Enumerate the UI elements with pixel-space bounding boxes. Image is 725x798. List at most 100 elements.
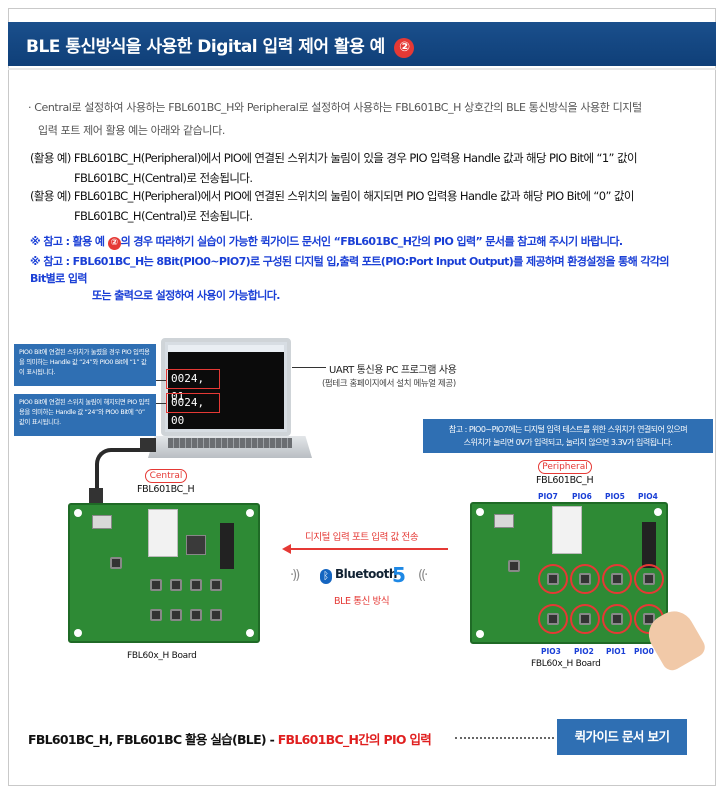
ref-note-line-2: 스위치가 눌리면 0V가 입력되고, 눌리지 않으면 3.3V가 입력됩니다. bbox=[463, 438, 673, 447]
push-button bbox=[547, 613, 559, 625]
board-hole bbox=[654, 508, 662, 516]
example-1-line-2: FBL601BC_H(Central)로 전송됩니다. bbox=[74, 171, 253, 185]
pio4-switch-highlight bbox=[634, 564, 664, 594]
pio6-label: PIO6 bbox=[572, 492, 592, 501]
signal-waves-left-icon: ·)) bbox=[290, 568, 300, 583]
pio7-switch-highlight bbox=[538, 564, 568, 594]
usb-cable bbox=[95, 448, 155, 490]
board-hole bbox=[246, 509, 254, 517]
note2-line-2: 또는 출력으로 설정하여 사용이 가능합니다. bbox=[92, 289, 280, 302]
example-2: (활용 예) FBL601BC_H(Peripheral)에서 PIO에 연결된… bbox=[30, 186, 634, 226]
central-board-name: FBL60x_H Board bbox=[127, 651, 197, 661]
pio1-switch-highlight bbox=[602, 604, 632, 634]
callout-released: PIO0 Bit에 연결된 스위치 눌림이 해지되면 PIO 입력용을 의미하는… bbox=[14, 394, 156, 436]
peripheral-module-label: FBL601BC_H bbox=[536, 475, 594, 486]
bluetooth-version: 5 bbox=[392, 563, 406, 587]
callout-leader-1 bbox=[156, 380, 166, 381]
push-button bbox=[190, 579, 202, 591]
footer-dotted-leader bbox=[455, 737, 554, 739]
pio7-label: PIO7 bbox=[538, 492, 558, 501]
usb-plug-laptop bbox=[140, 438, 156, 452]
laptop-screen bbox=[161, 338, 291, 436]
pio3-switch-highlight bbox=[538, 604, 568, 634]
central-board-image bbox=[68, 503, 260, 643]
footer-title-main: FBL601BC_H, FBL601BC 활용 실습(BLE) - bbox=[28, 732, 278, 747]
pio2-switch-highlight bbox=[570, 604, 600, 634]
example-1-line-1: (활용 예) FBL601BC_H(Peripheral)에서 PIO에 연결된… bbox=[30, 151, 638, 165]
push-button bbox=[190, 609, 202, 621]
title-number-badge: ② bbox=[394, 38, 415, 58]
usb-plug-board bbox=[89, 488, 103, 506]
note1-prefix: ※ 참고 : 활용 예 bbox=[30, 235, 108, 248]
note1-text: 의 경우 따라하기 실습이 가능한 퀵가이드 문서인 “FBL601BC_H간의… bbox=[120, 235, 623, 248]
footer-title: FBL601BC_H, FBL601BC 활용 실습(BLE) - FBL601… bbox=[28, 729, 432, 748]
example-2-line-2: FBL601BC_H(Central)로 전송됩니다. bbox=[74, 209, 253, 223]
example-2-line-1: (활용 예) FBL601BC_H(Peripheral)에서 PIO에 연결된… bbox=[30, 189, 634, 203]
terminal-value-released: 0024, 00 bbox=[166, 393, 220, 427]
intro-line-1: · Central로 설정하여 사용하는 FBL601BC_H와 Periphe… bbox=[28, 101, 642, 114]
push-button bbox=[508, 560, 520, 572]
push-button bbox=[579, 573, 591, 585]
bluetooth-wordmark: Bluetooth bbox=[335, 567, 397, 581]
peripheral-badge: Peripheral bbox=[538, 460, 592, 474]
board-hole bbox=[74, 629, 82, 637]
quickguide-view-button[interactable]: 퀵가이드 문서 보기 bbox=[557, 719, 687, 755]
push-button bbox=[150, 579, 162, 591]
board-hole bbox=[476, 630, 484, 638]
page-title: BLE 통신방식을 사용한 Digital 입력 제어 활용 예 ② bbox=[26, 32, 415, 58]
peripheral-board-image bbox=[470, 502, 668, 644]
note2-line-1: ※ 참고 : FBL601BC_H는 8Bit(PIO0~PIO7)로 구성된 … bbox=[30, 255, 670, 285]
board-hole bbox=[74, 509, 82, 517]
note-pio-description: ※ 참고 : FBL601BC_H는 8Bit(PIO0~PIO7)로 구성된 … bbox=[30, 253, 680, 304]
transfer-label: 디지털 입력 포트 입력 값 전송 bbox=[305, 532, 419, 543]
pio3-label: PIO3 bbox=[541, 647, 561, 656]
peripheral-board-name: FBL60x_H Board bbox=[531, 659, 601, 669]
connector bbox=[92, 515, 112, 529]
uart-sub-label: (펌테크 홈페이지에서 설치 메뉴얼 제공) bbox=[322, 379, 456, 389]
pin-header bbox=[642, 522, 656, 568]
note1-number-badge: ② bbox=[107, 237, 121, 250]
push-button bbox=[170, 579, 182, 591]
transfer-arrow-head bbox=[282, 544, 291, 554]
central-badge: Central bbox=[145, 469, 187, 483]
ble-module bbox=[148, 509, 178, 557]
ref-note-line-1: 참고 : PIO0~PIO7에는 디지털 입력 테스트를 위한 스위치가 연결되… bbox=[448, 425, 688, 434]
page-title-text: BLE 통신방식을 사용한 Digital 입력 제어 활용 예 bbox=[26, 37, 385, 57]
ble-mode-label: BLE 통신 방식 bbox=[334, 596, 390, 607]
push-button bbox=[210, 579, 222, 591]
terminal-value-pressed: 0024, 01 bbox=[166, 369, 220, 403]
laptop-keyboard bbox=[168, 438, 292, 448]
push-button bbox=[611, 613, 623, 625]
push-button bbox=[547, 573, 559, 585]
push-button bbox=[643, 573, 655, 585]
board-hole bbox=[246, 629, 254, 637]
callout-leader-2 bbox=[156, 403, 166, 404]
pio1-label: PIO1 bbox=[606, 647, 626, 656]
example-1: (활용 예) FBL601BC_H(Peripheral)에서 PIO에 연결된… bbox=[30, 148, 638, 188]
ic-chip bbox=[186, 535, 206, 555]
title-divider bbox=[8, 68, 716, 70]
board-hole bbox=[476, 508, 484, 516]
bluetooth-icon: ᛒ bbox=[320, 569, 332, 584]
connector bbox=[494, 514, 514, 528]
callout-pressed: PIO0 Bit에 연결된 스위치가 눌렸을 경우 PIO 입력용을 의미하는 … bbox=[14, 344, 156, 386]
push-button bbox=[110, 557, 122, 569]
pio0-label: PIO0 bbox=[634, 647, 654, 656]
ble-module bbox=[552, 506, 582, 554]
push-button bbox=[210, 609, 222, 621]
uart-label: UART 통신용 PC 프로그램 사용 bbox=[329, 365, 457, 376]
signal-waves-right-icon: ((· bbox=[418, 568, 428, 583]
pio6-switch-highlight bbox=[570, 564, 600, 594]
pio2-label: PIO2 bbox=[574, 647, 594, 656]
push-button bbox=[611, 573, 623, 585]
transfer-arrow-line bbox=[290, 548, 448, 550]
footer-title-highlight: FBL601BC_H간의 PIO 입력 bbox=[277, 732, 432, 747]
push-button bbox=[170, 609, 182, 621]
pin-header bbox=[220, 523, 234, 569]
push-button bbox=[150, 609, 162, 621]
pio-reference-note: 참고 : PIO0~PIO7에는 디지털 입력 테스트를 위한 스위치가 연결되… bbox=[423, 419, 713, 453]
pio4-label: PIO4 bbox=[638, 492, 658, 501]
push-button bbox=[579, 613, 591, 625]
intro-paragraph: · Central로 설정하여 사용하는 FBL601BC_H와 Periphe… bbox=[28, 96, 698, 142]
